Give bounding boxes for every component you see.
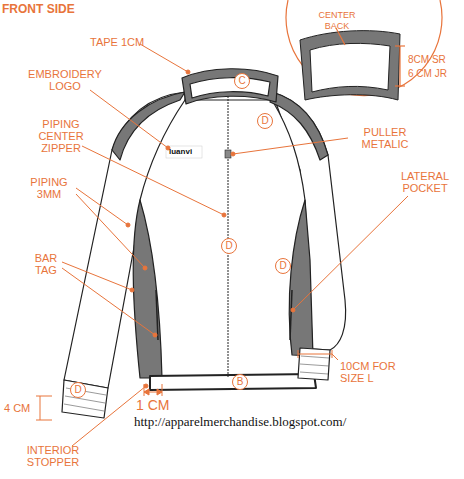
callout-label: PIPING 3MM bbox=[22, 176, 76, 200]
callout-label: LATERAL POCKET bbox=[388, 170, 462, 194]
callout-circle: D bbox=[257, 113, 273, 129]
callout-circle: B bbox=[232, 374, 248, 390]
callout-label: CENTER BACK bbox=[314, 10, 360, 32]
callout-label: TAPE 1CM bbox=[90, 36, 144, 48]
callout-letter: C bbox=[238, 76, 245, 86]
callout-label: INTERIOR STOPPER bbox=[12, 444, 94, 468]
callout-label: luanvi bbox=[169, 147, 192, 157]
callout-letter: D bbox=[225, 241, 232, 251]
callout-label: 1 CM bbox=[136, 397, 169, 413]
callout-letter: D bbox=[74, 385, 81, 395]
callout-circle: D bbox=[275, 258, 291, 274]
callout-label: 4 CM bbox=[4, 402, 30, 414]
callout-letter: D bbox=[261, 116, 268, 126]
callout-label: 6 CM JR bbox=[408, 68, 447, 80]
callout-letter: B bbox=[237, 377, 244, 387]
callout-letter: D bbox=[279, 261, 286, 271]
callout-label: 8CM SR bbox=[408, 54, 446, 66]
title: FRONT SIDE bbox=[2, 2, 75, 16]
callout-label: PIPING CENTER ZIPPER bbox=[30, 118, 92, 154]
callout-circle: C bbox=[234, 73, 250, 89]
callout-label: PULLER METALIC bbox=[350, 126, 420, 150]
callout-label: BAR TAG bbox=[26, 252, 66, 276]
callout-circle: D bbox=[221, 238, 237, 254]
callout-circle: D bbox=[70, 382, 86, 398]
callout-label: EMBROIDERY LOGO bbox=[22, 68, 108, 92]
callout-label: http://apparelmerchandise.blogspot.com/ bbox=[134, 414, 346, 429]
callout-label: 10CM FOR SIZE L bbox=[340, 360, 420, 384]
